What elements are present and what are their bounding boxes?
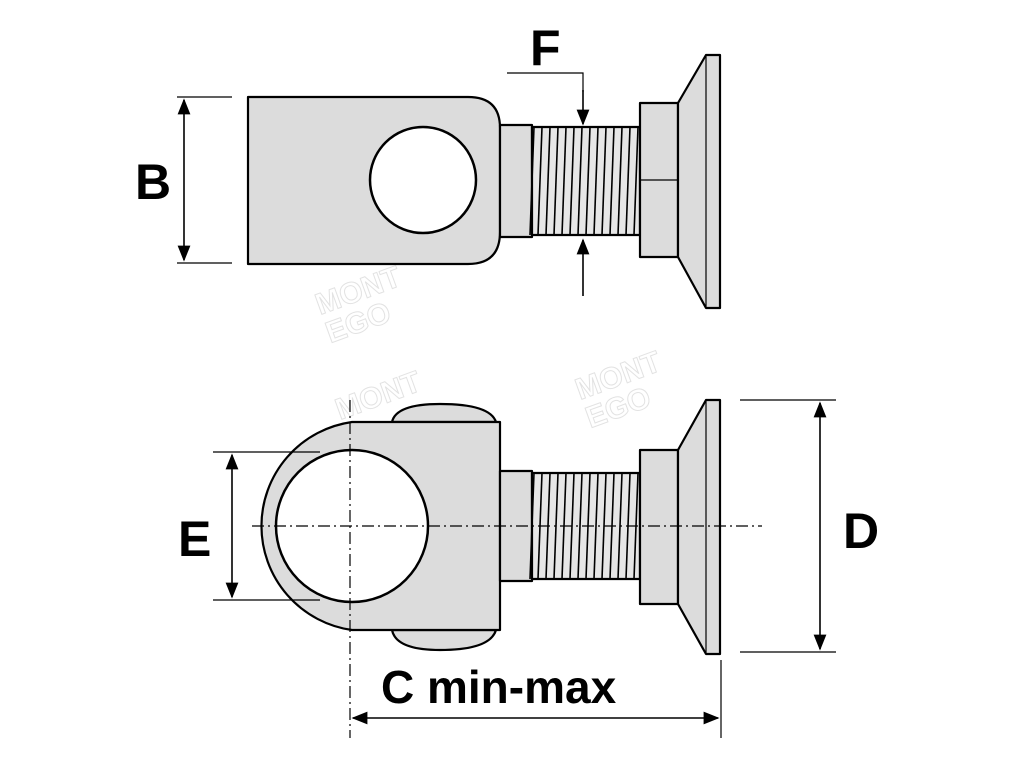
bottom-nut: [638, 448, 680, 606]
top-thread-lines: [529, 126, 639, 236]
label-d: D: [843, 503, 879, 559]
watermark-middle: MONT EGO: [571, 345, 666, 435]
bottom-view: E D C min-max: [178, 398, 879, 738]
watermark-top: MONT EGO: [311, 260, 406, 350]
top-view: B F: [135, 20, 722, 310]
label-b: B: [135, 154, 171, 210]
bottom-head: [676, 398, 722, 656]
bottom-upper-ear: [390, 402, 498, 424]
top-head: [676, 53, 722, 310]
label-e: E: [178, 511, 211, 567]
top-eye-hole: [368, 125, 478, 235]
label-c: C min-max: [381, 661, 617, 713]
top-neck: [498, 123, 534, 239]
label-f: F: [530, 20, 561, 76]
bottom-lower-ear: [390, 628, 498, 652]
